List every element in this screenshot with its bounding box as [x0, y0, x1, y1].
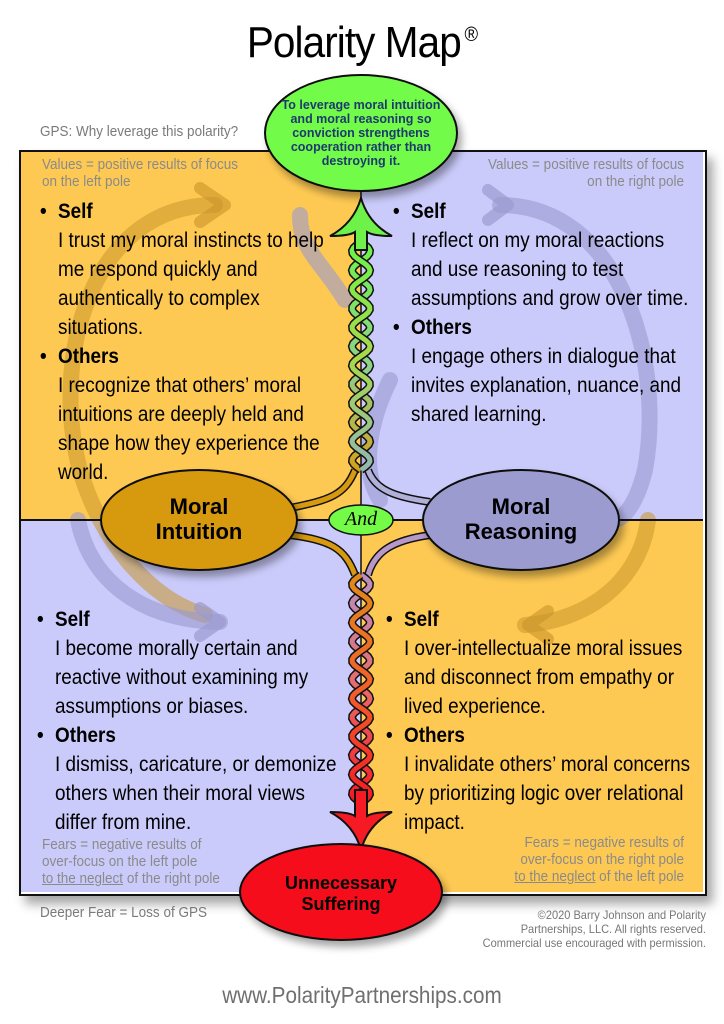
- others-heading: Others: [393, 313, 690, 342]
- infinity-loop-left: [62, 197, 223, 623]
- fears-right-content: Self I over-intellectualize moral issues…: [386, 605, 692, 837]
- braid-strand-up-b: [349, 243, 373, 473]
- self-heading: Self: [393, 197, 690, 226]
- right-pole-oval: [422, 469, 620, 571]
- down-arrowhead: [329, 789, 393, 854]
- others-text: I engage others in dialogue that invites…: [411, 345, 682, 426]
- others-heading: Others: [40, 342, 337, 371]
- self-text: I become morally certain and reactive wi…: [55, 637, 309, 718]
- page-title: Polarity Map®: [246, 18, 478, 67]
- and-oval: [328, 504, 394, 536]
- others-text: I recognize that others’ moral intuition…: [58, 374, 320, 484]
- fears-left-content: Self I become morally certain and reacti…: [37, 605, 343, 837]
- self-heading: Self: [40, 197, 337, 226]
- braid-downward: [347, 571, 375, 803]
- self-text: I reflect on my moral reactions and use …: [411, 229, 689, 310]
- gps-statement: To leverage moral intuition and moral re…: [281, 98, 441, 168]
- fears-left-note: Fears = negative results of over-focus o…: [42, 836, 220, 887]
- copyright-notice: ©2020 Barry Johnson and Polarity Partner…: [482, 908, 706, 950]
- deeper-fear-statement: Unnecessary Suffering: [284, 873, 398, 914]
- self-heading: Self: [37, 605, 343, 634]
- deeper-fear-oval: [239, 843, 443, 941]
- values-right-note: Values = positive results of focus on th…: [488, 156, 684, 190]
- registered-mark: ®: [464, 24, 478, 46]
- values-right-content: Self I reflect on my moral reactions and…: [393, 197, 690, 429]
- self-text: I trust my moral instincts to help me re…: [58, 229, 324, 339]
- braid-upward: [347, 242, 375, 474]
- left-pole-label: Moral Intuition: [155, 494, 243, 544]
- others-heading: Others: [386, 721, 692, 750]
- values-left-note: Values = positive results of focus on th…: [42, 156, 238, 190]
- quadrant-fears-left: [21, 520, 361, 892]
- right-pole-label: Moral Reasoning: [464, 494, 578, 544]
- self-heading: Self: [386, 605, 692, 634]
- gps-label: GPS: Why leverage this polarity?: [40, 123, 239, 140]
- others-text: I invalidate others’ moral concerns by p…: [404, 753, 691, 834]
- fears-right-note: Fears = negative results of over-focus o…: [514, 834, 684, 885]
- values-left-content: Self I trust my moral instincts to help …: [40, 197, 337, 487]
- others-text: I dismiss, caricature, or demonize other…: [55, 753, 337, 834]
- deeper-fear-label: Deeper Fear = Loss of GPS: [40, 904, 207, 921]
- left-pole-oval: [100, 469, 298, 571]
- braid-strand-down-b: [349, 572, 373, 802]
- gps-oval: [264, 74, 458, 192]
- quadrant-fears-right: [361, 520, 703, 892]
- self-text: I over-intellectualize moral issues and …: [404, 637, 683, 718]
- others-heading: Others: [37, 721, 343, 750]
- and-label: And: [344, 508, 378, 530]
- pole-connectors: [289, 468, 431, 577]
- up-arrowhead: [329, 194, 393, 251]
- footer-url-link[interactable]: www.PolarityPartnerships.com: [222, 982, 502, 1008]
